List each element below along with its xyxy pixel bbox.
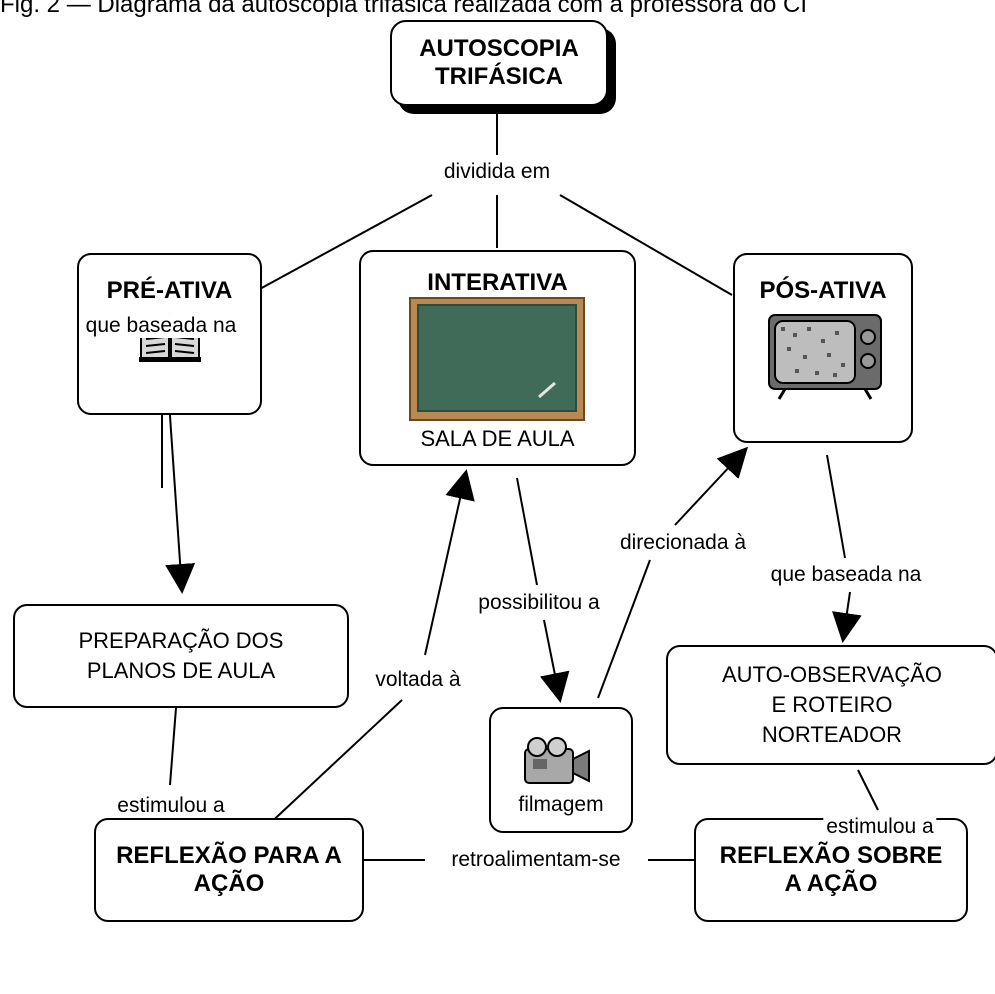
television-icon <box>768 314 882 400</box>
node-reflexao-sobre-label: REFLEXÃO SOBRE A AÇÃO <box>719 842 943 897</box>
edge-prep-to-label <box>169 707 177 786</box>
node-filmagem: filmagem <box>489 707 633 833</box>
edge-auto-to-label <box>857 769 879 811</box>
node-autoscopia-label: AUTOSCOPIA TRIFÁSICA <box>419 35 579 90</box>
edge-pos-to-label <box>826 454 846 559</box>
node-interativa-label: INTERATIVA <box>427 269 568 296</box>
node-pre-ativa-label: PRÉ-ATIVA <box>106 277 233 304</box>
link-label-possibilitou-a: possibilitou a <box>475 591 603 615</box>
edge-label-to-auto <box>832 591 862 643</box>
link-label-estimulou-a-left: estimulou a <box>114 794 228 818</box>
link-label-direcionada-a: direcionada à <box>616 531 750 555</box>
link-label-que-baseada-na-left: que baseada na <box>82 314 240 338</box>
edge-dividida-pos <box>559 194 733 296</box>
node-preparacao-label: PREPARAÇÃO DOS PLANOS DE AULA <box>78 628 284 683</box>
edge-dividida-pre <box>257 194 433 291</box>
node-preparacao: PREPARAÇÃO DOS PLANOS DE AULA <box>13 604 349 708</box>
node-autoscopia-trifasica: AUTOSCOPIA TRIFÁSICA <box>390 20 608 106</box>
edge-label-to-interativa <box>424 469 475 656</box>
node-sala-de-aula-label: SALA DE AULA <box>420 426 575 451</box>
edge-filmagem-to-label <box>597 559 651 699</box>
link-label-dividida-em: dividida em <box>440 160 554 184</box>
edge-label-to-filmagem <box>539 619 570 703</box>
node-reflexao-para-acao: REFLEXÃO PARA A AÇÃO <box>94 818 364 922</box>
node-interativa: INTERATIVA SALA DE AULA <box>359 250 636 466</box>
edge-inter-to-label <box>516 477 538 586</box>
node-auto-observacao-label: AUTO-OBSERVAÇÃO E ROTEIRO NORTEADOR <box>721 662 943 747</box>
link-label-que-baseada-na-right: que baseada na <box>767 563 925 587</box>
link-label-retroalimentam-se: retroalimentam-se <box>448 848 624 872</box>
node-auto-observacao: AUTO-OBSERVAÇÃO E ROTEIRO NORTEADOR <box>666 645 995 765</box>
node-filmagem-label: filmagem <box>518 793 604 816</box>
edge-reflexao-to-label <box>264 699 403 829</box>
node-reflexao-para-label: REFLEXÃO PARA A AÇÃO <box>116 842 342 897</box>
node-pos-ativa-label: PÓS-ATIVA <box>759 277 887 304</box>
node-pos-ativa: PÓS-ATIVA <box>733 253 913 443</box>
chalkboard-icon <box>409 297 585 421</box>
link-label-estimulou-a-right: estimulou a <box>823 815 937 839</box>
edge-label-to-posativa <box>674 446 749 526</box>
figure-caption: Fig. 2 — Diagrama da autoscopia trifásic… <box>0 0 808 18</box>
link-label-voltada-a: voltada à <box>372 668 464 692</box>
video-camera-icon <box>524 737 590 784</box>
